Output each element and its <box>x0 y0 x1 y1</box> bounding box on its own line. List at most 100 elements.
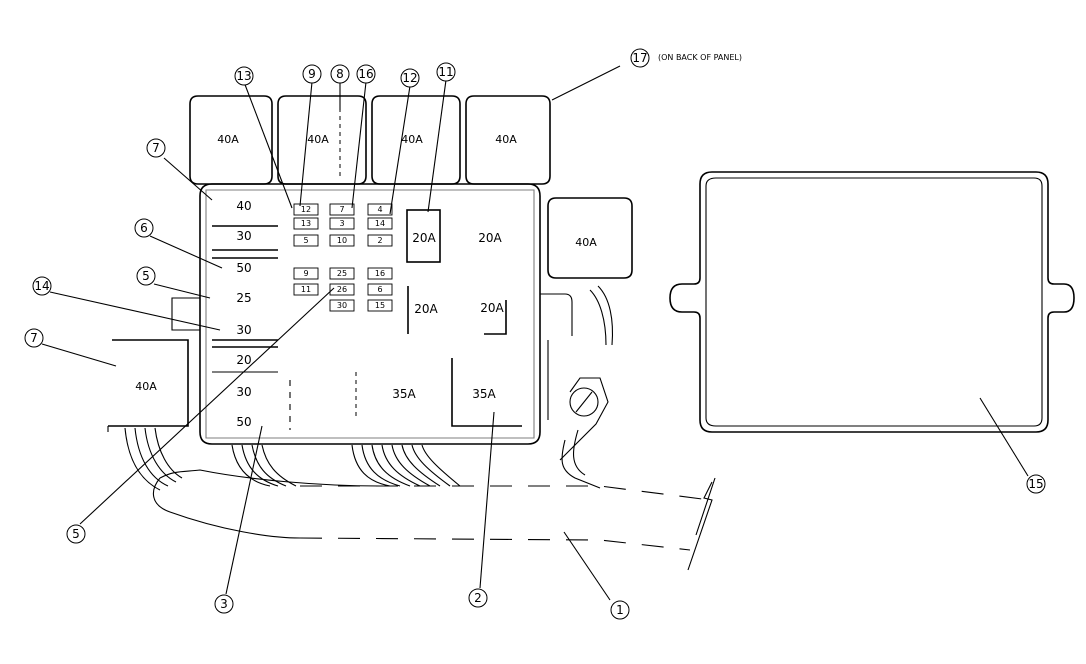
callout-17: 17 <box>630 48 650 68</box>
callout-circle <box>1026 474 1046 494</box>
mini-fuse: 30 <box>329 299 355 312</box>
relay-label: 40A <box>575 236 597 249</box>
leader-lines <box>41 65 1029 601</box>
callout-number: 17 <box>632 51 647 65</box>
callout-7: 7 <box>146 138 166 158</box>
mini-fuse-outline <box>329 217 355 230</box>
callout-circle <box>66 524 86 544</box>
mini-fuse-outline <box>293 234 319 247</box>
relay-label: 40A <box>307 133 329 146</box>
callout-14: 14 <box>32 276 52 296</box>
callout-13: 13 <box>234 66 254 86</box>
maxi-fuse-label: 20A <box>412 231 436 245</box>
left-fuse-value: 30 <box>236 385 251 399</box>
callout-1: 1 <box>610 600 630 620</box>
callout-circle <box>436 62 456 82</box>
mini-fuse-outline <box>367 217 393 230</box>
mini-fuse: 25 <box>329 267 355 280</box>
callout-number: 7 <box>30 331 38 345</box>
left-fuse-value: 25 <box>236 291 251 305</box>
callout-number: 16 <box>358 67 373 81</box>
side-relay <box>547 197 633 279</box>
mini-fuse: 5 <box>293 234 319 247</box>
callout-number: 5 <box>72 527 80 541</box>
callout-number: 6 <box>140 221 148 235</box>
mini-fuse-number: 25 <box>337 269 347 278</box>
callout-3: 3 <box>214 594 234 614</box>
callout-11: 11 <box>436 62 456 82</box>
mini-fuse-outline <box>367 234 393 247</box>
callout-number: 5 <box>142 269 150 283</box>
mini-fuse-outline <box>293 217 319 230</box>
mini-fuse-number: 13 <box>301 219 311 228</box>
mini-fuse-outline <box>329 299 355 312</box>
left-fuse-value: 50 <box>236 261 251 275</box>
callout-number: 9 <box>308 67 316 81</box>
back-note-label: (ON BACK OF PANEL) <box>658 53 742 62</box>
relay-label: 40A <box>401 133 423 146</box>
mini-fuse-number: 6 <box>377 285 382 294</box>
mini-fuse: 4 <box>367 203 393 216</box>
relay-label: 40A <box>495 133 517 146</box>
left-fuse-value: 30 <box>236 229 251 243</box>
maxi-fuse-label: 35A <box>392 387 416 401</box>
mini-fuse-outline <box>329 267 355 280</box>
callout-number: 2 <box>474 591 482 605</box>
callout-5: 5 <box>66 524 86 544</box>
mini-fuse-number: 12 <box>301 205 311 214</box>
mini-fuse-outline <box>367 299 393 312</box>
maxi-fuse-label: 20A <box>414 302 438 316</box>
mini-fuse: 16 <box>367 267 393 280</box>
mini-fuse-outline <box>367 283 393 296</box>
mini-fuse: 26 <box>329 283 355 296</box>
callout-15: 15 <box>1026 474 1046 494</box>
mini-fuse-number: 5 <box>303 236 308 245</box>
mini-fuse: 9 <box>293 267 319 280</box>
callout-circle <box>330 64 350 84</box>
callout-circle <box>468 588 488 608</box>
callout-circle <box>610 600 630 620</box>
maxi-fuse-label: 20A <box>478 231 502 245</box>
mini-fuse: 14 <box>367 217 393 230</box>
callout-12: 12 <box>400 68 420 88</box>
callout-circle <box>134 218 154 238</box>
left-fuse-value: 30 <box>236 323 251 337</box>
mini-fuse-outline <box>293 203 319 216</box>
mini-fuse: 12 <box>293 203 319 216</box>
callout-number: 15 <box>1028 477 1043 491</box>
mini-fuse: 3 <box>329 217 355 230</box>
relay-label: 40A <box>217 133 239 146</box>
callout-circle <box>630 48 650 68</box>
callout-2: 2 <box>468 588 488 608</box>
left-relay <box>107 339 189 432</box>
mini-fuse-outline <box>293 267 319 280</box>
mini-fuse-outline <box>367 267 393 280</box>
callout-circle <box>146 138 166 158</box>
callout-circle <box>302 64 322 84</box>
left-fuse-value: 40 <box>236 199 251 213</box>
mini-fuse-number: 3 <box>339 219 344 228</box>
mini-fuse-outline <box>293 283 319 296</box>
left-fuse-column <box>212 225 291 430</box>
callout-circle <box>234 66 254 86</box>
callout-circle <box>400 68 420 88</box>
left-fuse-value: 20 <box>236 353 251 367</box>
callout-circle <box>136 266 156 286</box>
callout-16: 16 <box>356 64 376 84</box>
mini-fuse: 13 <box>293 217 319 230</box>
mini-fuse-number: 11 <box>301 285 311 294</box>
mini-fuse: 15 <box>367 299 393 312</box>
fuse-box-cover <box>669 171 1075 433</box>
callout-number: 7 <box>152 141 160 155</box>
maxi-fuse-label: 35A <box>472 387 496 401</box>
callout-number: 3 <box>220 597 228 611</box>
callout-number: 13 <box>236 69 251 83</box>
mini-fuse-number: 10 <box>337 236 347 245</box>
mini-fuse-number: 26 <box>337 285 347 294</box>
left-fuse-value: 50 <box>236 415 251 429</box>
mini-fuse-outline <box>329 234 355 247</box>
mini-fuse-number: 30 <box>337 301 347 310</box>
